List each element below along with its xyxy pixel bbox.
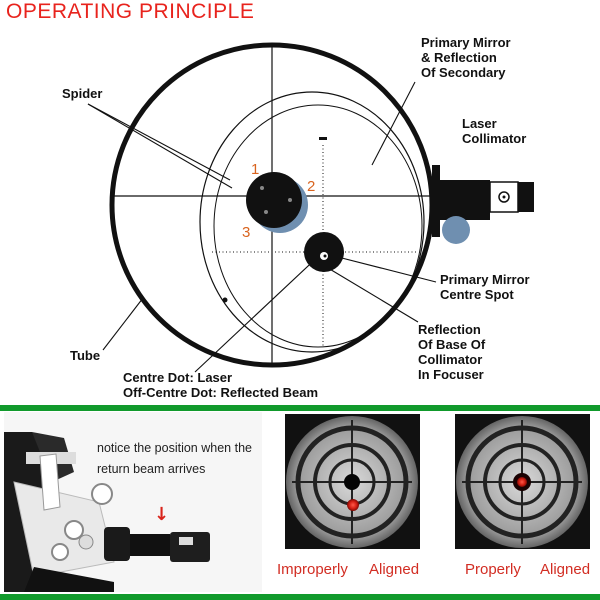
label-tube: Tube (70, 348, 101, 363)
page-title: OPERATING PRINCIPLE (6, 0, 255, 23)
screw-number-3: 3 (242, 224, 251, 241)
collimator-body (440, 180, 490, 220)
caption-properly: Properly (465, 561, 521, 578)
vane-mark (319, 137, 327, 140)
primary-mirror-ring (199, 91, 425, 353)
label-laser-collimator: Laser Collimator (462, 116, 527, 146)
label-spider: Spider (62, 86, 103, 101)
label-primary-centre-spot: Primary Mirror Centre Spot (440, 272, 530, 302)
leader-lines (87, 81, 437, 373)
screw-number-2: 2 (307, 178, 316, 195)
caption-aligned-1: Aligned (369, 561, 420, 578)
caption-improperly: Improperly (277, 561, 348, 578)
secondary-screws (260, 186, 292, 214)
focuser-knob (442, 216, 470, 244)
label-centre-dot: Centre Dot: Laser Off-Centre Dot: Reflec… (123, 370, 319, 400)
caption-aligned-2: Aligned (540, 561, 591, 578)
screw-number-1: 1 (251, 161, 260, 178)
divider-top (0, 405, 600, 411)
label-primary-mirror-reflection: Primary Mirror & Reflection Of Secondary (421, 35, 511, 80)
secondary-mirror (246, 172, 302, 228)
telescope-illustration (4, 412, 262, 592)
arrow-down-icon: ↓ (154, 504, 170, 525)
telescope-photo: notice the position when the return beam… (4, 412, 262, 592)
edge-mark (222, 297, 228, 303)
divider-bottom (0, 594, 600, 600)
label-reflection-base: Reflection Of Base Of Collimator In Focu… (418, 322, 486, 382)
focuser-base (432, 165, 440, 237)
reflection-ring (213, 104, 423, 348)
photo-note: notice the position when the return beam… (97, 441, 252, 476)
